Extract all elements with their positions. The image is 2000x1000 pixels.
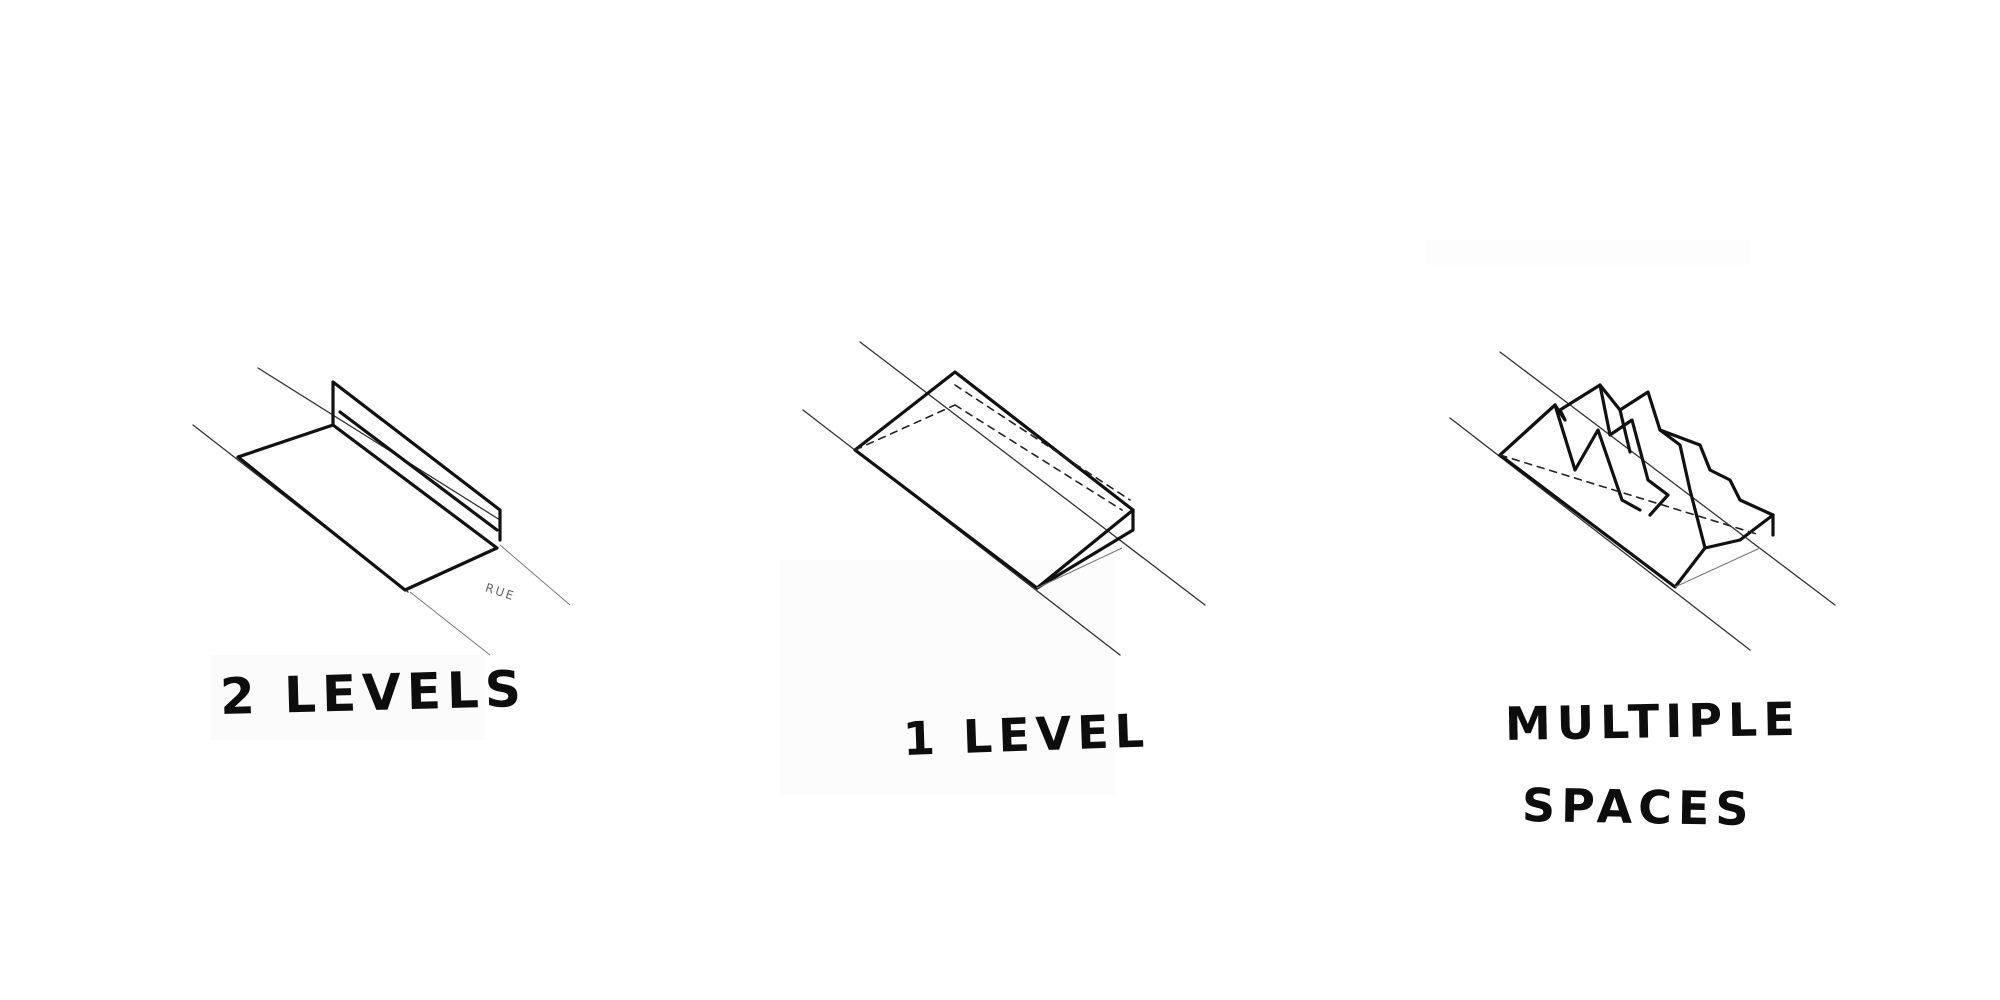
street-line-upper xyxy=(859,341,1206,606)
diagram-one-level xyxy=(802,341,1206,656)
street-line-upper xyxy=(1499,351,1836,606)
diagram-two-levels xyxy=(192,367,571,656)
diagram-multiple-spaces xyxy=(1449,351,1836,651)
hidden-edge-top xyxy=(854,404,956,451)
terrain-base-line xyxy=(1674,547,1761,588)
hidden-edge-long xyxy=(1499,454,1761,536)
ramp-end-face xyxy=(1035,508,1135,590)
caption-one-level: 1 LEVEL xyxy=(902,703,1151,766)
label-paper-1 xyxy=(210,655,485,740)
jagged-fold-2 xyxy=(1598,383,1670,517)
upper-level-top-edge xyxy=(338,410,499,532)
caption-two-levels: 2 LEVELS xyxy=(219,659,528,726)
label-paper-3 xyxy=(1425,240,1750,265)
jagged-fold-1 xyxy=(1553,403,1642,512)
street-line-lower xyxy=(1449,417,1751,651)
hidden-edge-long-1 xyxy=(954,404,1123,511)
jagged-fold-3 xyxy=(1658,428,1707,550)
jagged-spaces-profile xyxy=(1498,383,1775,517)
hidden-edge-long-2 xyxy=(954,384,1131,501)
street-line-right-lower xyxy=(409,591,491,656)
caption-multiple-spaces-line-1: MULTIPLE xyxy=(1504,691,1802,751)
upper-level-wall xyxy=(331,380,502,542)
lower-slab xyxy=(236,423,499,592)
street-line-right-upper xyxy=(499,544,571,606)
ramp-base-line xyxy=(1036,547,1123,589)
jagged-fold-4 xyxy=(1618,408,1632,454)
street-line-upper xyxy=(257,367,501,521)
label-paper-2 xyxy=(780,560,1115,795)
caption-multiple-spaces-line-2: SPACES xyxy=(1521,778,1755,837)
